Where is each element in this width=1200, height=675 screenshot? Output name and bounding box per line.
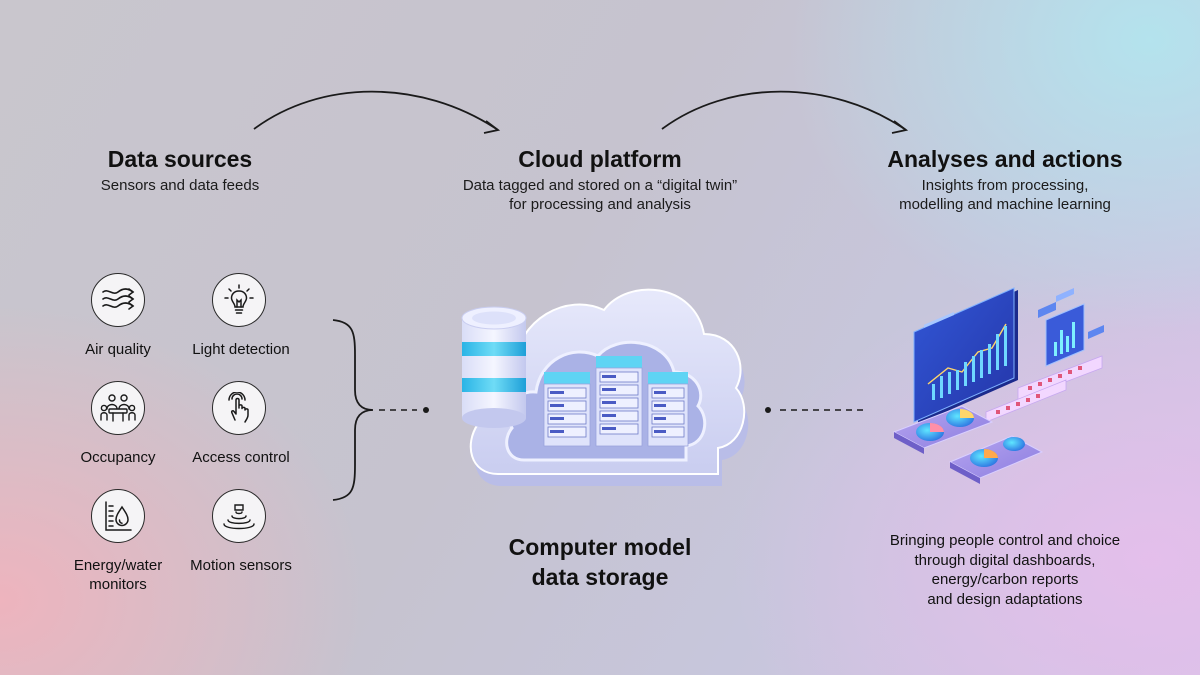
motion-sensors-label: Motion sensors xyxy=(190,557,292,574)
dotted-connector-right xyxy=(765,407,866,413)
dashboard-illustration xyxy=(892,287,1104,484)
sensor-brace xyxy=(332,319,429,501)
analyses-actions-subtitle-2: modelling and machine learning xyxy=(899,196,1111,213)
energy-water-label-line2: monitors xyxy=(89,576,147,593)
arrow-sources-to-cloud xyxy=(253,90,499,131)
air-quality-label: Air quality xyxy=(85,341,151,358)
outcome-line3: energy/carbon reports xyxy=(931,571,1079,588)
data-sources-subtitle: Sensors and data feeds xyxy=(100,177,260,194)
connector-dot-left xyxy=(423,407,429,413)
occupancy-icon xyxy=(91,381,145,435)
flow-arrows xyxy=(253,90,909,134)
cloud-platform-subtitle-2: for processing and analysis xyxy=(509,196,691,213)
cloud-platform-title: Cloud platform xyxy=(518,146,682,172)
column-data-sources: Data sources Sensors and data feeds xyxy=(60,148,300,195)
storage-label-line1: Computer model xyxy=(508,534,692,560)
column-cloud-platform: Cloud platform Data tagged and stored on… xyxy=(400,148,800,214)
column-analyses-actions: Analyses and actions Insights from proce… xyxy=(840,148,1170,214)
analyses-actions-subtitle-1: Insights from processing, xyxy=(921,177,1089,194)
outcome-line2: through digital dashboards, xyxy=(914,551,1096,569)
arrow-head-1 xyxy=(483,120,501,134)
energy-water-label-line1: Energy/water xyxy=(73,557,163,574)
access-control-label: Access control xyxy=(192,449,290,466)
sensor-grid: Air quality Light detection Occupancy Ac… xyxy=(0,0,340,675)
cloud-platform-subtitle-1: Data tagged and stored on a “digital twi… xyxy=(462,177,738,194)
light-bulb-icon xyxy=(212,273,266,327)
analyses-actions-title: Analyses and actions xyxy=(887,146,1123,172)
server-rack xyxy=(543,356,689,447)
arrow-head-2 xyxy=(891,120,909,134)
energy-water-label: Energy/water monitors xyxy=(58,556,178,594)
occupancy-label: Occupancy xyxy=(80,449,156,466)
light-detection-label: Light detection xyxy=(192,341,290,358)
arrow-cloud-to-analyses xyxy=(661,90,907,131)
outcome-line4: and design adaptations xyxy=(927,590,1083,608)
touch-hand-icon xyxy=(212,381,266,435)
air-quality-icon xyxy=(91,273,145,327)
storage-label: Computer model data storage xyxy=(440,532,760,592)
database-cylinder xyxy=(461,306,527,428)
outcome-line1: Bringing people control and choice xyxy=(889,532,1121,549)
connector-dot-right xyxy=(765,407,771,413)
storage-label-line2: data storage xyxy=(531,564,669,590)
motion-sensor-icon xyxy=(212,489,266,543)
outcome-description: Bringing people control and choice throu… xyxy=(840,531,1170,609)
data-sources-title: Data sources xyxy=(107,146,253,172)
cloud-storage-illustration xyxy=(461,288,749,486)
energy-water-icon xyxy=(91,489,145,543)
